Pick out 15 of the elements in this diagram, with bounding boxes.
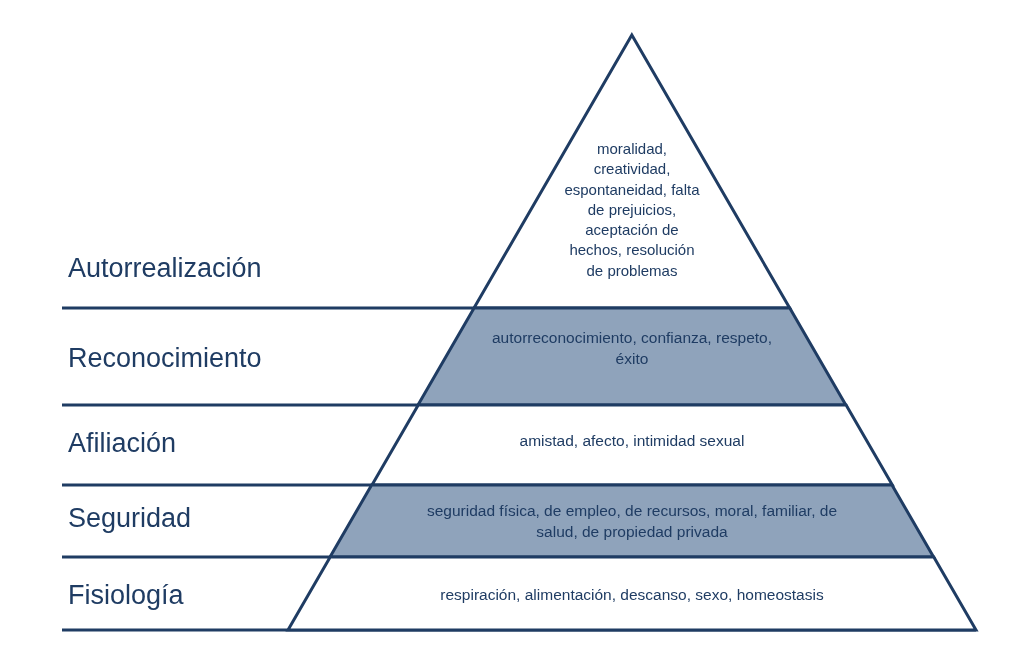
pyramid-level bbox=[474, 35, 790, 308]
pyramid-level bbox=[371, 405, 893, 485]
level-name: Fisiología bbox=[68, 580, 184, 611]
level-name: Reconocimiento bbox=[68, 343, 262, 374]
level-description: seguridad física, de empleo, de recursos, moral, familiar, de salud, de propiedad privada bbox=[425, 501, 839, 542]
level-name: Autorrealización bbox=[68, 253, 262, 284]
level-name: Seguridad bbox=[68, 503, 192, 534]
level-description: autorreconocimiento, confianza, respeto, éxito bbox=[490, 328, 773, 369]
pyramid-level bbox=[288, 557, 976, 630]
level-description: amistad, afecto, intimidad sexual bbox=[518, 431, 746, 451]
level-description: moralidad, creatividad, espontaneidad, falta de prejuicios, aceptación de hechos, resolución de problemas bbox=[563, 139, 701, 281]
pyramid-level bbox=[418, 308, 846, 405]
pyramid-level bbox=[330, 485, 934, 557]
level-description: respiración, alimentación, descanso, sexo, homeostasis bbox=[439, 585, 825, 605]
level-name: Afiliación bbox=[68, 428, 177, 459]
